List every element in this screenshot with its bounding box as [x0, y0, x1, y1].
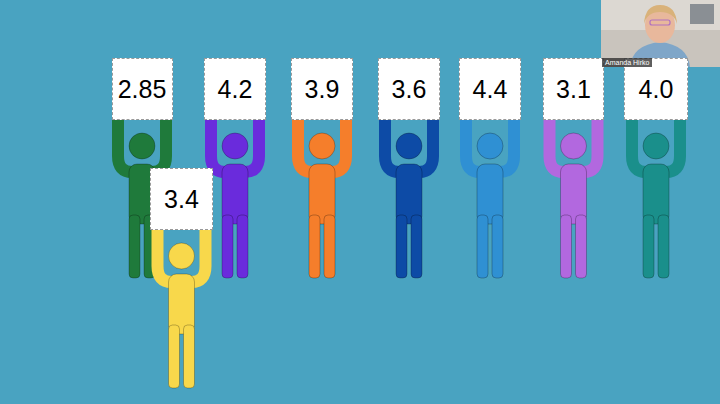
video-inset: [601, 0, 720, 67]
sign-number: 3.9: [305, 75, 340, 104]
stick-figure: [550, 116, 598, 278]
figure-leg: [411, 215, 422, 278]
figure-leg: [129, 215, 140, 278]
figure-leg: [576, 215, 587, 278]
figure-leg: [396, 215, 407, 278]
figure-leg: [222, 215, 233, 278]
figure-head: [309, 133, 335, 159]
stick-figure: [298, 116, 346, 278]
number-sign: 2.85: [112, 58, 173, 120]
presenter-name: Amanda Hirko: [602, 58, 652, 67]
figure-leg: [477, 215, 488, 278]
number-sign: 4.2: [204, 58, 266, 120]
figure-head: [396, 133, 422, 159]
figure-leg: [324, 215, 335, 278]
number-sign: 3.1: [543, 58, 604, 120]
number-sign: 3.4: [150, 168, 213, 230]
number-sign: 3.6: [378, 58, 440, 120]
figure-head: [169, 243, 195, 269]
figure-head: [477, 133, 503, 159]
figure-leg: [658, 215, 669, 278]
stick-figure: [466, 116, 514, 278]
figure-leg: [237, 215, 248, 278]
figure-leg: [169, 325, 180, 388]
stick-figure: [211, 116, 259, 278]
number-sign: 4.4: [459, 58, 521, 120]
figure-leg: [184, 325, 195, 388]
sign-number: 3.6: [392, 75, 427, 104]
figure-leg: [492, 215, 503, 278]
sign-number: 3.4: [164, 185, 199, 214]
sign-number: 2.85: [118, 75, 167, 104]
number-sign: 3.9: [291, 58, 353, 120]
sign-number: 4.0: [639, 75, 674, 104]
stick-figure: [632, 116, 680, 278]
sign-number: 4.4: [473, 75, 508, 104]
stick-figure: [158, 226, 206, 388]
sign-number: 3.1: [556, 75, 591, 104]
figure-head: [561, 133, 587, 159]
figure-head: [643, 133, 669, 159]
stick-figure: [385, 116, 433, 278]
number-sign: 4.0: [624, 58, 688, 120]
figure-leg: [309, 215, 320, 278]
stick-figures: [118, 116, 680, 388]
figure-head: [129, 133, 155, 159]
figure-leg: [643, 215, 654, 278]
sign-number: 4.2: [218, 75, 253, 104]
figure-leg: [561, 215, 572, 278]
figure-head: [222, 133, 248, 159]
